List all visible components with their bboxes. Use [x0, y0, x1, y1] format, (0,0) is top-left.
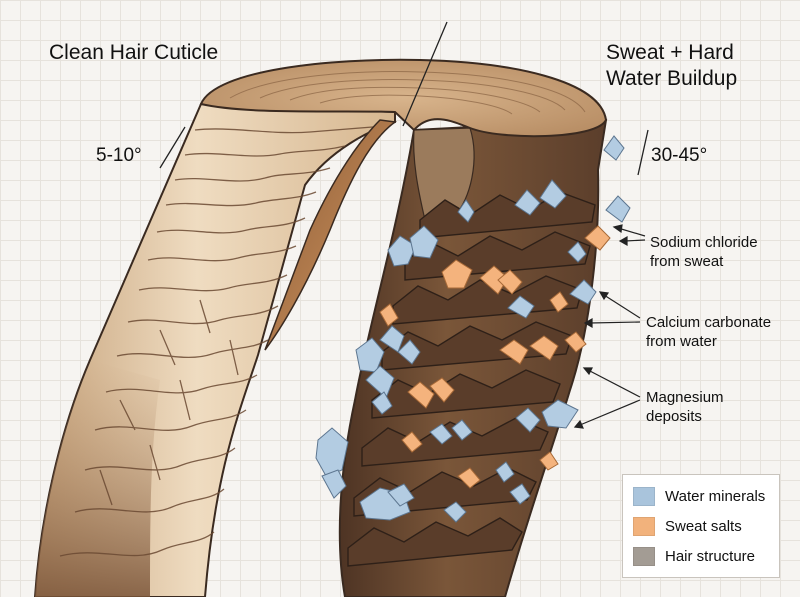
clean-cuticle-title: Clean Hair Cuticle: [49, 41, 219, 64]
callout-line: from sweat: [650, 253, 724, 270]
legend-swatch: [633, 546, 655, 566]
callout-line: Calcium carbonate: [646, 314, 772, 331]
legend-item-sweat-salts: Sweat salts: [633, 515, 742, 537]
callout-line: Sodium chloride: [650, 234, 758, 251]
callout-line: from water: [646, 333, 717, 350]
callout-line: deposits: [646, 408, 702, 425]
legend-swatch: [633, 516, 655, 536]
legend-item-hair-structure: Hair structure: [633, 545, 755, 567]
left-angle-line: [159, 126, 186, 169]
mineral-crystals: [315, 135, 631, 523]
clean-hair-shaft: [33, 102, 397, 597]
legend-label: Sweat salts: [665, 517, 742, 535]
buildup-title-line1: Sweat + Hard: [606, 41, 734, 64]
buildup-title-line2: Water Buildup: [606, 67, 738, 90]
legend-label: Water minerals: [665, 487, 766, 505]
clean-angle-label: 5-10°: [96, 145, 142, 166]
legend-label: Hair structure: [665, 547, 756, 565]
legend-swatch: [633, 486, 655, 506]
callout-arrows: [573, 224, 646, 429]
legend: Water minerals Sweat salts Hair structur…: [622, 474, 780, 578]
buildup-angle-label: 30-45°: [651, 145, 708, 166]
right-angle-line: [637, 129, 649, 176]
callout-magnesium-deposits: Magnesium deposits: [646, 388, 724, 426]
callout-calcium-carbonate: Calcium carbonate from water: [646, 313, 771, 351]
clean-cuticle-scales: [59, 125, 386, 557]
callout-sodium-chloride: Sodium chloride from sweat: [650, 233, 758, 271]
legend-item-water-minerals: Water minerals: [633, 485, 765, 507]
hair-cross-section: [199, 21, 608, 138]
callout-line: Magnesium: [646, 389, 724, 406]
